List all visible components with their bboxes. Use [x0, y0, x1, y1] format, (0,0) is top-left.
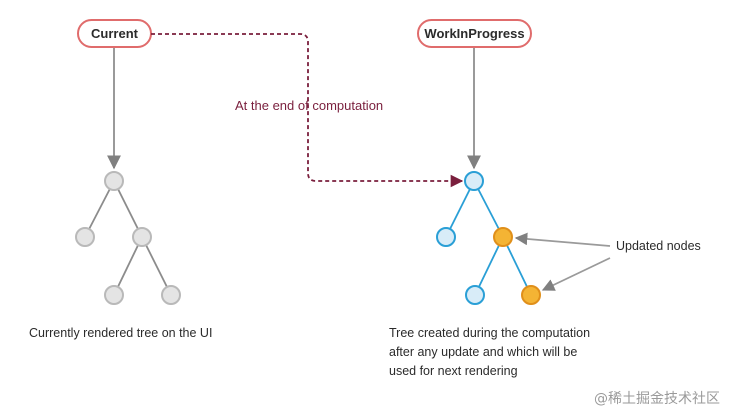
wip-tree-node: [464, 171, 484, 191]
wip-caption-line: Tree created during the computation: [389, 326, 591, 340]
wip-tree-node-updated: [521, 285, 541, 305]
updated-arrow-1: [514, 232, 611, 247]
wip-caption-line: after any update and which will be: [389, 345, 578, 359]
wip-tree-node: [465, 285, 485, 305]
current-tree-node: [104, 285, 124, 305]
wip-tree-node: [436, 227, 456, 247]
current-tree-node: [75, 227, 95, 247]
current-tree-node: [104, 171, 124, 191]
current-tree: [75, 171, 181, 305]
wip-tree-node-updated: [493, 227, 513, 247]
current-tree-edges: [84, 180, 172, 296]
current-tree-node: [132, 227, 152, 247]
current-label: Current: [91, 26, 139, 41]
updated-arrow-2: [541, 257, 611, 291]
watermark: @稀土掘金技术社区: [594, 391, 720, 407]
wip-pill: WorkInProgress: [417, 19, 532, 48]
current-tree-node: [161, 285, 181, 305]
updated-nodes-label: Updated nodes: [616, 239, 701, 253]
current-pill: Current: [77, 19, 152, 48]
current-tree-caption: Currently rendered tree on the UI: [29, 326, 213, 340]
wip-tree-edges: [445, 180, 532, 296]
wip-caption-line: used for next rendering: [389, 364, 518, 378]
end-of-computation-arrow: [151, 33, 464, 188]
wip-tree: [436, 171, 541, 305]
wip-tree-caption: Tree created during the computation afte…: [389, 324, 590, 381]
edge-label: At the end of computation: [235, 98, 383, 113]
wip-label: WorkInProgress: [424, 26, 524, 41]
